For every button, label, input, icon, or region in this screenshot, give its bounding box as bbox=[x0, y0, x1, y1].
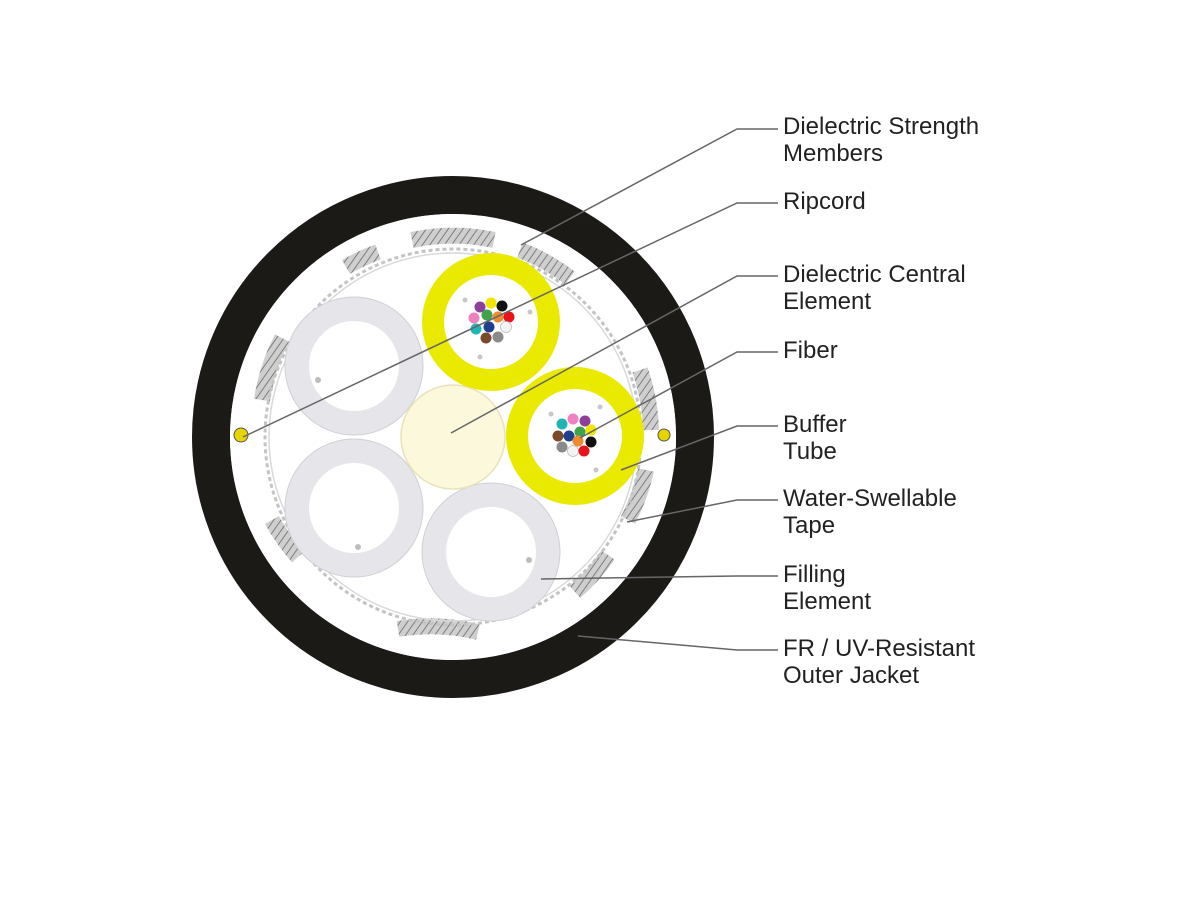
label-line: Tape bbox=[783, 512, 836, 539]
label-line: FR / UV-Resistant bbox=[783, 635, 976, 662]
label-dielectric-strength-members: Dielectric Strength Members bbox=[783, 113, 979, 167]
outer-jacket bbox=[192, 176, 714, 698]
leader-line-buffer-tube bbox=[620, 425, 778, 471]
leader-line-central-element bbox=[450, 275, 778, 434]
label-dielectric-central-element: Dielectric Central Element bbox=[783, 261, 966, 315]
label-line: Filling bbox=[783, 561, 846, 588]
strength-members bbox=[254, 227, 659, 640]
leader-line-filling-element bbox=[540, 575, 778, 580]
label-buffer-tube: Buffer Tube bbox=[783, 411, 847, 465]
label-line: Dielectric Central bbox=[783, 261, 966, 288]
label-line: Element bbox=[783, 588, 872, 615]
label-line: Ripcord bbox=[783, 188, 866, 215]
leader-line-ripcord bbox=[242, 202, 778, 438]
label-fr-uv-resistant-outer-jacket: FR / UV-Resistant Outer Jacket bbox=[783, 635, 975, 689]
leader-line-strength-members bbox=[520, 128, 778, 246]
ripcord-right bbox=[657, 428, 671, 442]
label-line: Element bbox=[783, 288, 872, 315]
label-line: Members bbox=[783, 140, 884, 167]
label-fiber: Fiber bbox=[783, 337, 838, 364]
filling-element-top-left bbox=[284, 296, 424, 436]
leader-lines bbox=[242, 128, 778, 651]
label-line: Tube bbox=[783, 438, 837, 465]
label-line: Fiber bbox=[783, 337, 838, 364]
leader-line-outer-jacket bbox=[577, 635, 778, 651]
fiber-bundle-top bbox=[462, 297, 533, 360]
label-water-swellable-tape: Water-Swellable Tape bbox=[783, 485, 957, 539]
label-line: Dielectric Strength bbox=[783, 113, 980, 140]
label-line: Water-Swellable bbox=[783, 485, 957, 512]
leader-line-water-swellable-tape bbox=[626, 499, 778, 523]
label-line: Buffer bbox=[783, 411, 847, 438]
label-ripcord: Ripcord bbox=[783, 188, 866, 215]
filling-element-bottom-left bbox=[284, 438, 424, 578]
label-filling-element: Filling Element bbox=[783, 561, 871, 615]
buffer-tube-top bbox=[422, 253, 560, 391]
buffer-tube-right bbox=[506, 367, 644, 505]
filling-element-bottom-right bbox=[421, 482, 561, 622]
label-line: Outer Jacket bbox=[783, 662, 920, 689]
leader-line-fiber bbox=[579, 351, 778, 439]
dielectric-central-element bbox=[400, 384, 506, 490]
